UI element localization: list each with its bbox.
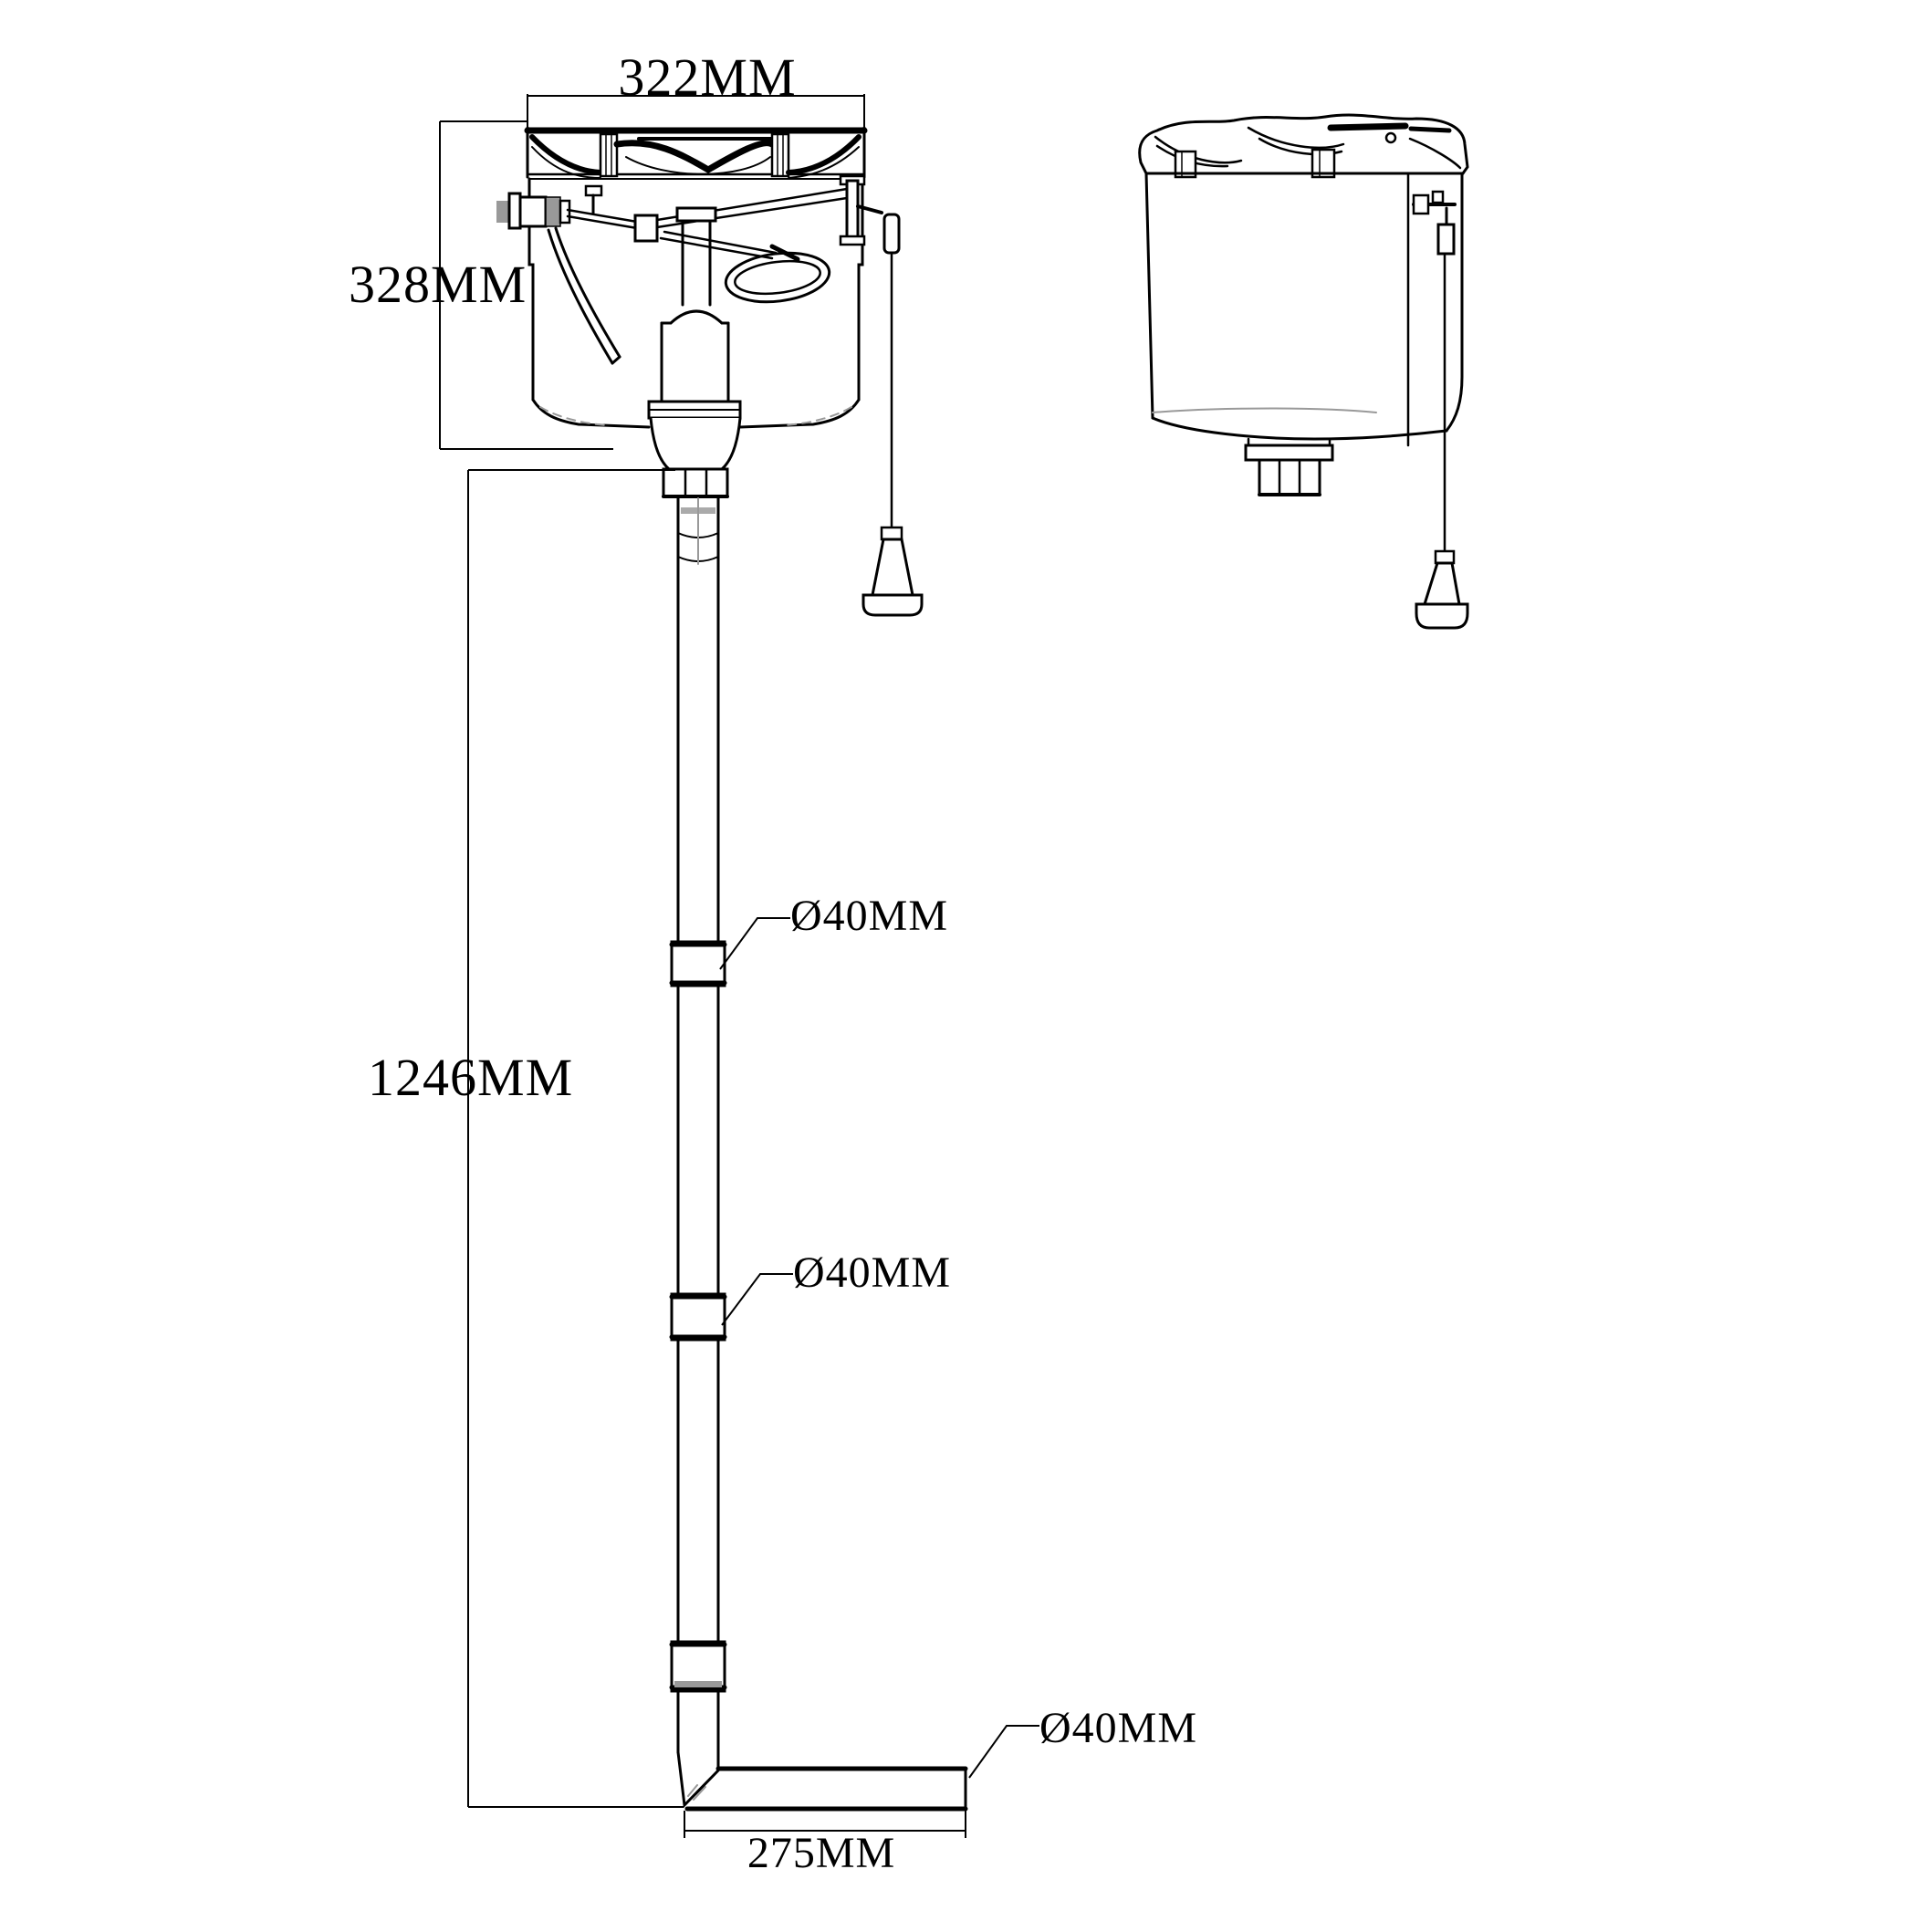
leader-diameter-middle (721, 1273, 793, 1326)
dimension-275mm (684, 1811, 966, 1838)
side-pull-handle-base (1415, 602, 1469, 630)
refill-tube (547, 228, 614, 365)
label-pipe-diameter-middle: Ø40MM (793, 1248, 951, 1297)
label-pipe-diameter-bottom: Ø40MM (1039, 1704, 1197, 1752)
side-body-bottom-edge (1151, 416, 1448, 441)
lid-scallop-center (613, 140, 776, 174)
front-pull-chain (862, 213, 924, 617)
flush-valve-dome (669, 309, 724, 325)
outlet-nut (662, 467, 729, 498)
dimension-lines (439, 94, 1039, 1838)
pipe-coupling-upper (670, 940, 726, 987)
flush-valve (647, 206, 742, 498)
dimension-328mm (439, 120, 613, 450)
lever-pin (856, 204, 883, 214)
side-pull-handle-cone (1422, 561, 1461, 606)
front-body-right-wall (857, 177, 864, 402)
lid-clip-right (770, 132, 790, 178)
side-outlet-flange (1244, 444, 1334, 462)
side-lid-clip-left (1174, 150, 1197, 179)
side-body-right-edge (1445, 172, 1464, 433)
label-outlet-pipe-length: 275MM (747, 1829, 895, 1877)
inlet-flange (507, 192, 522, 230)
pipe-coupling-middle (670, 1292, 726, 1342)
pipe-elbow-notch (676, 1750, 720, 1809)
float-arm (566, 208, 639, 224)
arm-pivot-block (633, 214, 659, 243)
label-flush-pipe-height: 1246MM (368, 1048, 573, 1107)
side-view-cistern (1138, 113, 1469, 630)
label-cistern-height: 328MM (349, 255, 527, 314)
pull-handle-base (862, 593, 924, 617)
side-body (1144, 172, 1464, 496)
label-lid-width: 322MM (618, 47, 796, 107)
fill-valve-mechanism (496, 174, 883, 365)
side-lid (1138, 113, 1469, 179)
leader-diameter-bottom (968, 1725, 1039, 1779)
small-tap-cap (584, 184, 603, 197)
inlet-shade-block (496, 201, 509, 223)
side-lid-outline (1138, 113, 1469, 175)
front-view-cistern (496, 126, 968, 1812)
trip-lever-bracket (845, 179, 860, 241)
side-lever-and-chain (1412, 190, 1469, 630)
flush-pipe (669, 495, 968, 1812)
pull-handle-cone (871, 538, 914, 597)
dimension-labels: 322MM 328MM 1246MM Ø40MM Ø40MM Ø40MM 275… (349, 47, 1197, 1877)
float-ring (724, 251, 831, 304)
front-lid (524, 126, 868, 179)
side-body-left-edge (1144, 172, 1154, 420)
label-pipe-diameter-top: Ø40MM (790, 892, 948, 940)
side-chain-top-link (1436, 223, 1456, 256)
dimension-1246mm (467, 469, 684, 1808)
chain-top-link (882, 213, 901, 255)
outlet-housing (649, 416, 742, 471)
leader-diameter-upper (719, 917, 790, 970)
lid-clip-left (599, 132, 619, 178)
lid-scallop-right (786, 134, 862, 175)
lid-scallop-left (529, 134, 603, 175)
inlet-valve-body (518, 195, 548, 228)
side-outlet-nut (1258, 458, 1321, 496)
